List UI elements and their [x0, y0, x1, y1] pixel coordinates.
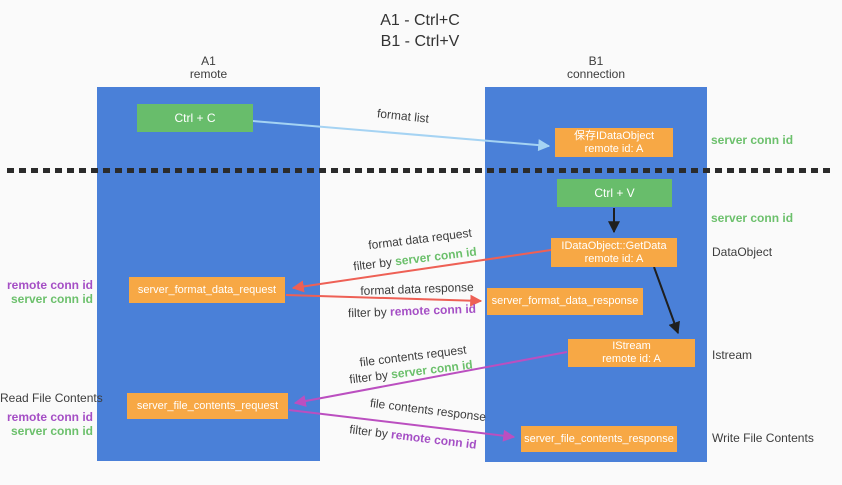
node-server-format-data-request: server_format_data_request: [129, 277, 285, 303]
server-conn-id-text: server conn id: [711, 211, 794, 225]
lane-left-name: A1: [201, 54, 216, 68]
node-server-format-data-response: server_format_data_response: [487, 288, 643, 315]
node-ctrl-v-label: Ctrl + V: [594, 185, 635, 200]
node-server-file-contents-request: server_file_contents_request: [127, 393, 288, 419]
lane-header-left: A1 remote: [97, 55, 320, 81]
node-save-idataobject-line2: remote id: A: [584, 142, 644, 155]
filter-by-text: filter by: [347, 304, 387, 321]
diagram-title: A1 - Ctrl+C B1 - Ctrl+V: [270, 10, 570, 52]
annotation-write-file-contents: Write File Contents: [712, 431, 814, 445]
filter-by-text: filter by: [348, 422, 389, 441]
annotation-server-conn-id-top: server conn id: [711, 133, 793, 147]
title-line-1: A1 - Ctrl+C: [380, 12, 460, 29]
title-line-2: B1 - Ctrl+V: [380, 33, 460, 50]
phase-divider-dotted-line: [7, 168, 835, 173]
label-format-data-response: format data response: [360, 280, 474, 298]
annotation-dataobject: DataObject: [712, 245, 772, 259]
filter-by-text: filter by: [348, 367, 389, 387]
istream-text: Istream: [712, 348, 753, 362]
node-ctrl-v: Ctrl + V: [557, 179, 672, 207]
node-idataobject-getdata-line2: remote id: A: [584, 252, 644, 265]
node-istream-line2: remote id: A: [602, 353, 661, 365]
server-conn-id-text: server conn id: [10, 292, 93, 306]
node-server-file-contents-response: server_file_contents_response: [521, 426, 677, 452]
node-server-file-contents-request-label: server_file_contents_request: [136, 399, 279, 412]
remote-conn-id-text: remote conn id: [6, 410, 93, 424]
node-save-idataobject-line1: 保存IDataObject: [573, 129, 655, 142]
node-istream-line1: IStream: [612, 340, 651, 352]
node-save-idataobject: 保存IDataObject remote id: A: [555, 128, 673, 157]
node-server-file-contents-response-label: server_file_contents_response: [524, 432, 674, 445]
node-ctrl-c-label: Ctrl + C: [174, 110, 216, 125]
lane-right-name: B1: [588, 54, 604, 68]
annotation-conn-ids-file: remote conn id server conn id: [0, 410, 93, 438]
remote-conn-id-text: remote conn id: [390, 427, 478, 452]
server-conn-id-text: server conn id: [394, 244, 478, 269]
annotation-conn-ids-format: remote conn id server conn id: [0, 278, 93, 306]
annotation-server-conn-id-mid: server conn id: [711, 211, 793, 225]
label-format-data-response-text: format data response: [360, 280, 474, 298]
node-server-format-data-response-label: server_format_data_response: [491, 295, 639, 307]
annotation-read-file-contents: Read File Contents: [0, 391, 103, 405]
label-file-contents-response: file contents response: [369, 396, 487, 424]
write-file-contents-text: Write File Contents: [712, 431, 814, 445]
annotation-istream: Istream: [712, 348, 752, 362]
label-filter-by-remote-conn-id-1: filter by remote conn id: [348, 302, 476, 320]
node-idataobject-getdata-line1: IDataObject::GetData: [561, 239, 667, 252]
remote-conn-id-text: remote conn id: [6, 278, 93, 292]
remote-conn-id-text: remote conn id: [389, 301, 477, 319]
lane-header-right: B1 connection: [485, 55, 707, 81]
label-format-list-text: format list: [376, 106, 430, 126]
label-format-list: format list: [376, 106, 429, 125]
label-file-contents-response-text: file contents response: [369, 395, 487, 425]
lane-right-role: connection: [566, 67, 626, 81]
read-file-contents-text: Read File Contents: [0, 391, 103, 405]
label-filter-by-remote-conn-id-2: filter by remote conn id: [349, 422, 478, 452]
server-conn-id-text: server conn id: [10, 424, 93, 438]
server-conn-id-text: server conn id: [711, 133, 794, 147]
node-ctrl-c: Ctrl + C: [137, 104, 253, 132]
node-server-format-data-request-label: server_format_data_request: [137, 283, 277, 296]
node-istream: IStream remote id: A: [568, 339, 695, 367]
node-idataobject-getdata: IDataObject::GetData remote id: A: [551, 238, 677, 267]
lane-left-role: remote: [189, 67, 228, 81]
dataobject-text: DataObject: [712, 245, 773, 259]
filter-by-text: filter by: [352, 254, 393, 274]
